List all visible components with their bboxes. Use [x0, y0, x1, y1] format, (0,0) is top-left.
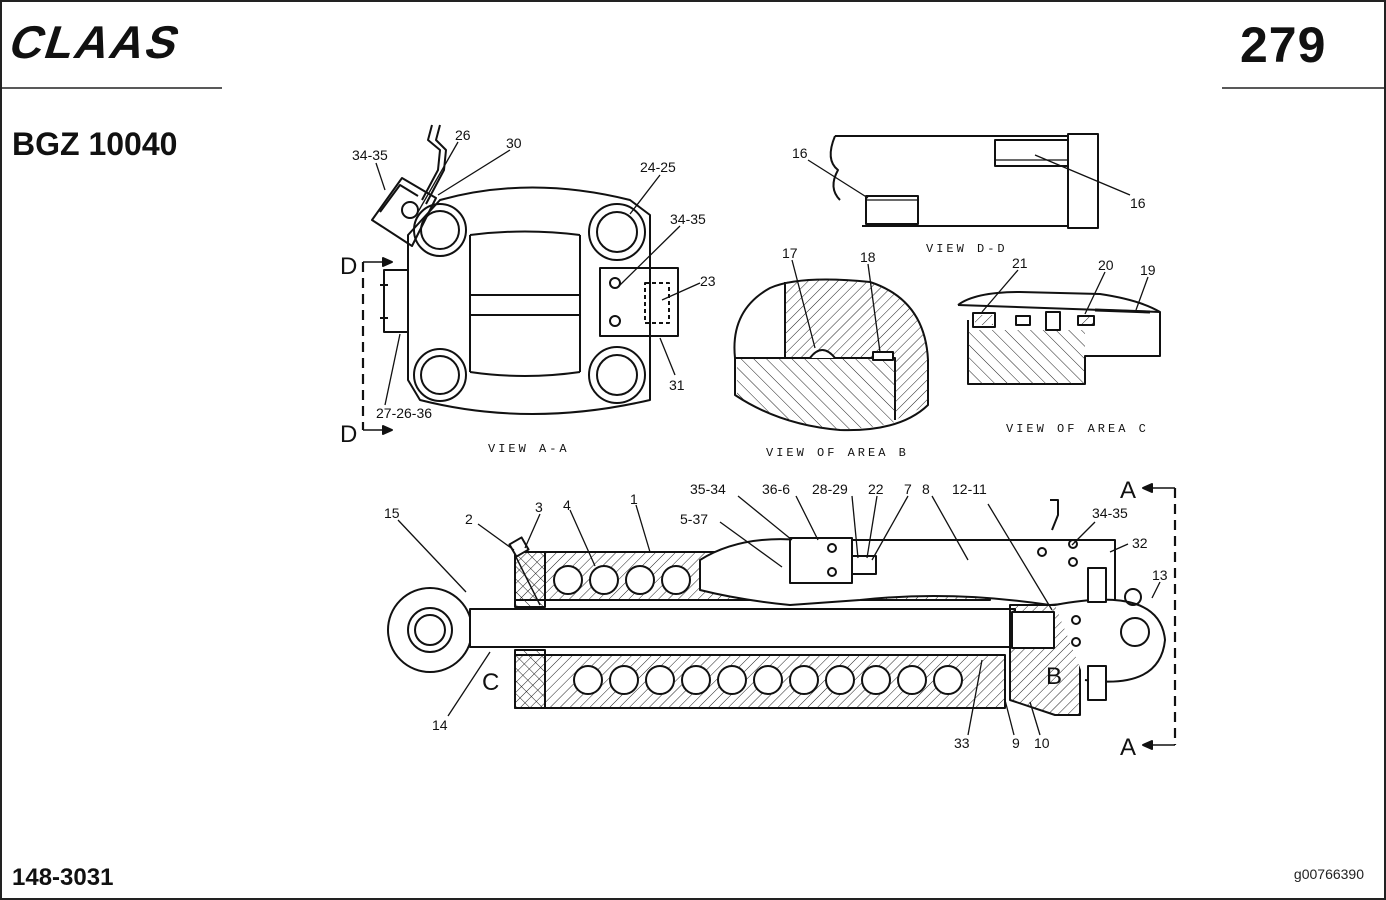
callout-7: 7 [904, 481, 912, 497]
callout-9: 9 [1012, 735, 1020, 751]
callout-23: 23 [700, 273, 716, 289]
brand-logo-text: CLAAS [8, 17, 188, 66]
callout-34-35: 34-35 [1092, 505, 1128, 521]
section-letter-a: A [1120, 734, 1136, 761]
callout-31: 31 [669, 377, 685, 393]
callout-36-6: 36-6 [762, 481, 790, 497]
callout-4: 4 [563, 497, 571, 513]
area-letter-c: C [482, 669, 499, 696]
view-dd-drawing [829, 133, 1099, 229]
area-b-drawing [733, 278, 929, 432]
callout-35-34: 35-34 [690, 481, 726, 497]
callout-10: 10 [1034, 735, 1050, 751]
view-aa-drawing [361, 124, 679, 435]
callout-24-25: 24-25 [640, 159, 676, 175]
caption-view-dd: VIEW D-D [926, 242, 1008, 256]
callout-32: 32 [1132, 535, 1148, 551]
claas-logo: CLAAS [8, 17, 188, 66]
callout-12-11: 12-11 [952, 481, 987, 497]
callout-22: 22 [868, 481, 884, 497]
callout-1: 1 [630, 491, 638, 507]
image-code: g00766390 [1293, 866, 1364, 882]
section-letter-d: D [340, 421, 357, 448]
callout-19: 19 [1140, 262, 1156, 278]
section-letter-a: A [1120, 477, 1136, 504]
section-letter-d: D [340, 253, 357, 280]
callout-14: 14 [432, 717, 448, 733]
callout-27-26-36: 27-26-36 [376, 405, 432, 421]
caption-area-b: VIEW OF AREA B [766, 446, 909, 460]
callout-15: 15 [384, 505, 400, 521]
area-letter-b: B [1046, 663, 1062, 690]
callout-8: 8 [922, 481, 930, 497]
callout-34-35: 34-35 [670, 211, 706, 227]
callout-20: 20 [1098, 257, 1114, 273]
model-title: BGZ 10040 [12, 126, 178, 162]
callout-13: 13 [1152, 567, 1168, 583]
callout-16: 16 [1130, 195, 1146, 211]
callout-2: 2 [465, 511, 473, 527]
callout-30: 30 [506, 135, 522, 151]
callout-16: 16 [792, 145, 808, 161]
part-number: 148-3031 [12, 864, 114, 891]
callout-26: 26 [455, 127, 471, 143]
callout-17: 17 [782, 245, 798, 261]
callout-33: 33 [954, 735, 970, 751]
main-cylinder-drawing [387, 483, 1177, 750]
callout-28-29: 28-29 [812, 481, 848, 497]
callout-3: 3 [535, 499, 543, 515]
callout-5-37: 5-37 [680, 511, 708, 527]
caption-area-c: VIEW OF AREA C [1006, 422, 1149, 436]
page-number: 279 [1240, 17, 1327, 73]
callout-18: 18 [860, 249, 876, 265]
callout-21: 21 [1012, 255, 1028, 271]
callout-34-35: 34-35 [352, 147, 388, 163]
area-c-drawing [957, 291, 1161, 385]
caption-view-aa: VIEW A-A [488, 442, 570, 456]
